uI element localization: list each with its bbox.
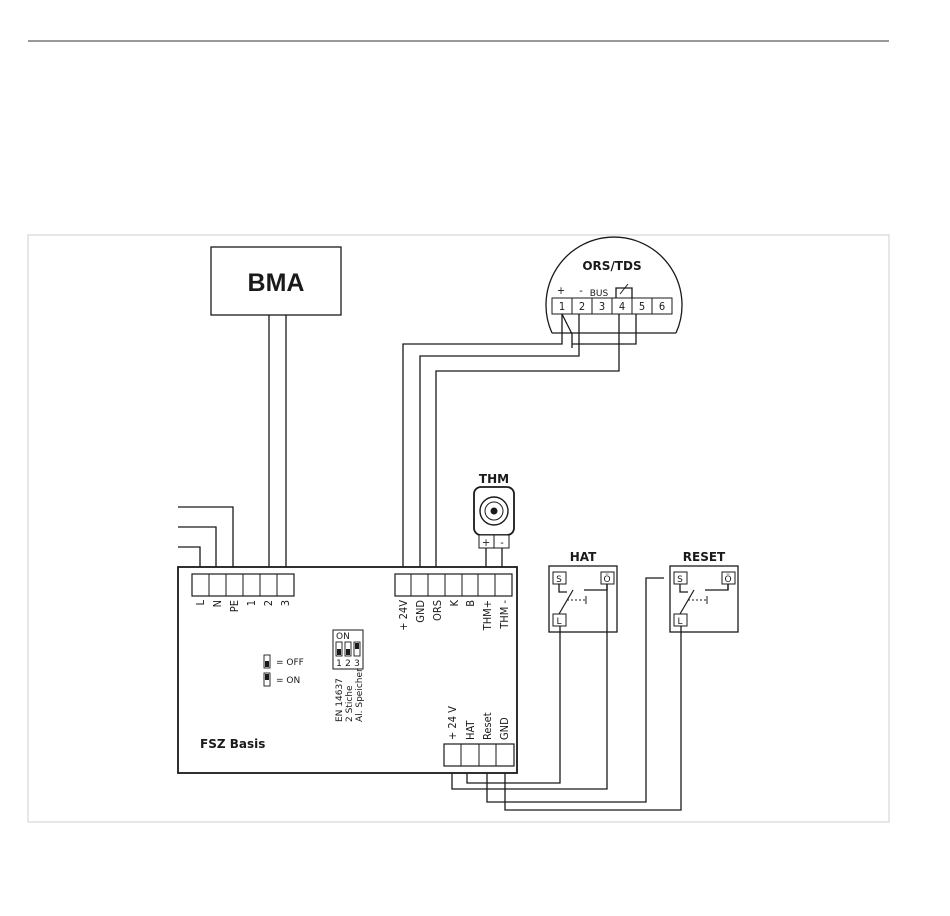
- ors-tds-detector: [546, 237, 682, 333]
- svg-text:+ 24 V: + 24 V: [446, 706, 459, 740]
- svg-text:1: 1: [245, 600, 258, 606]
- thm-minus: -: [500, 536, 504, 549]
- reset-title: RESET: [683, 550, 726, 564]
- dip-numbers: 1 2 3: [336, 659, 360, 669]
- svg-text:3: 3: [599, 300, 605, 313]
- ors-tds-title: ORS/TDS: [582, 259, 641, 273]
- bma-wires: [269, 315, 286, 574]
- svg-text:4: 4: [619, 300, 625, 313]
- svg-text:2: 2: [345, 659, 351, 669]
- svg-text:+ 24V: + 24V: [397, 600, 410, 631]
- svg-text:1: 1: [559, 300, 565, 313]
- hat-s: S: [556, 575, 562, 585]
- fsz-title: FSZ Basis: [200, 737, 265, 751]
- svg-text:6: 6: [659, 300, 665, 313]
- svg-text:K: K: [448, 600, 461, 607]
- svg-text:3: 3: [279, 600, 292, 606]
- ors-tds-bus: BUS: [590, 289, 609, 299]
- svg-text:GND: GND: [498, 717, 511, 740]
- ors-tds-plus: +: [557, 284, 565, 297]
- svg-text:THM -: THM -: [498, 600, 511, 630]
- svg-text:Al. Speicher: Al. Speicher: [355, 668, 365, 722]
- hat-o: Ö: [603, 574, 610, 585]
- svg-text:L: L: [194, 600, 207, 606]
- ors-tds-wires: [403, 314, 636, 574]
- svg-text:2: 2: [579, 300, 585, 313]
- ors-tds-minus: -: [579, 284, 583, 297]
- reset-o: Ö: [724, 574, 731, 585]
- reset-l: L: [677, 617, 682, 627]
- thm-plus: +: [482, 536, 490, 549]
- reset-s: S: [677, 575, 683, 585]
- thm-sensor: [474, 487, 514, 574]
- svg-text:1: 1: [336, 659, 342, 669]
- svg-text:Reset: Reset: [481, 712, 494, 740]
- svg-text:EN 14637: EN 14637: [335, 678, 345, 722]
- svg-text:ORS: ORS: [431, 600, 444, 621]
- hat-title: HAT: [570, 550, 597, 564]
- svg-text:5: 5: [639, 300, 645, 313]
- fsz-right-terminals: [395, 574, 512, 596]
- svg-text:2 Stiche: 2 Stiche: [345, 685, 355, 722]
- legend-on: = ON: [276, 676, 300, 686]
- svg-text:B: B: [464, 600, 477, 607]
- svg-text:N: N: [211, 600, 224, 607]
- svg-text:HAT: HAT: [464, 720, 477, 740]
- legend-off: = OFF: [276, 658, 304, 668]
- mains-wires: [178, 507, 233, 574]
- svg-text:THM+: THM+: [481, 600, 494, 631]
- bma-label: BMA: [248, 269, 305, 297]
- fsz-left-terminals: [192, 574, 294, 596]
- svg-text:GND: GND: [414, 600, 427, 623]
- svg-text:3: 3: [354, 659, 360, 669]
- hat-l: L: [556, 617, 561, 627]
- dip-on-label: ON: [336, 632, 350, 642]
- thm-title: THM: [479, 472, 509, 486]
- fsz-bottom-terminals: [444, 744, 514, 766]
- svg-text:PE: PE: [228, 600, 241, 612]
- svg-text:2: 2: [262, 600, 275, 606]
